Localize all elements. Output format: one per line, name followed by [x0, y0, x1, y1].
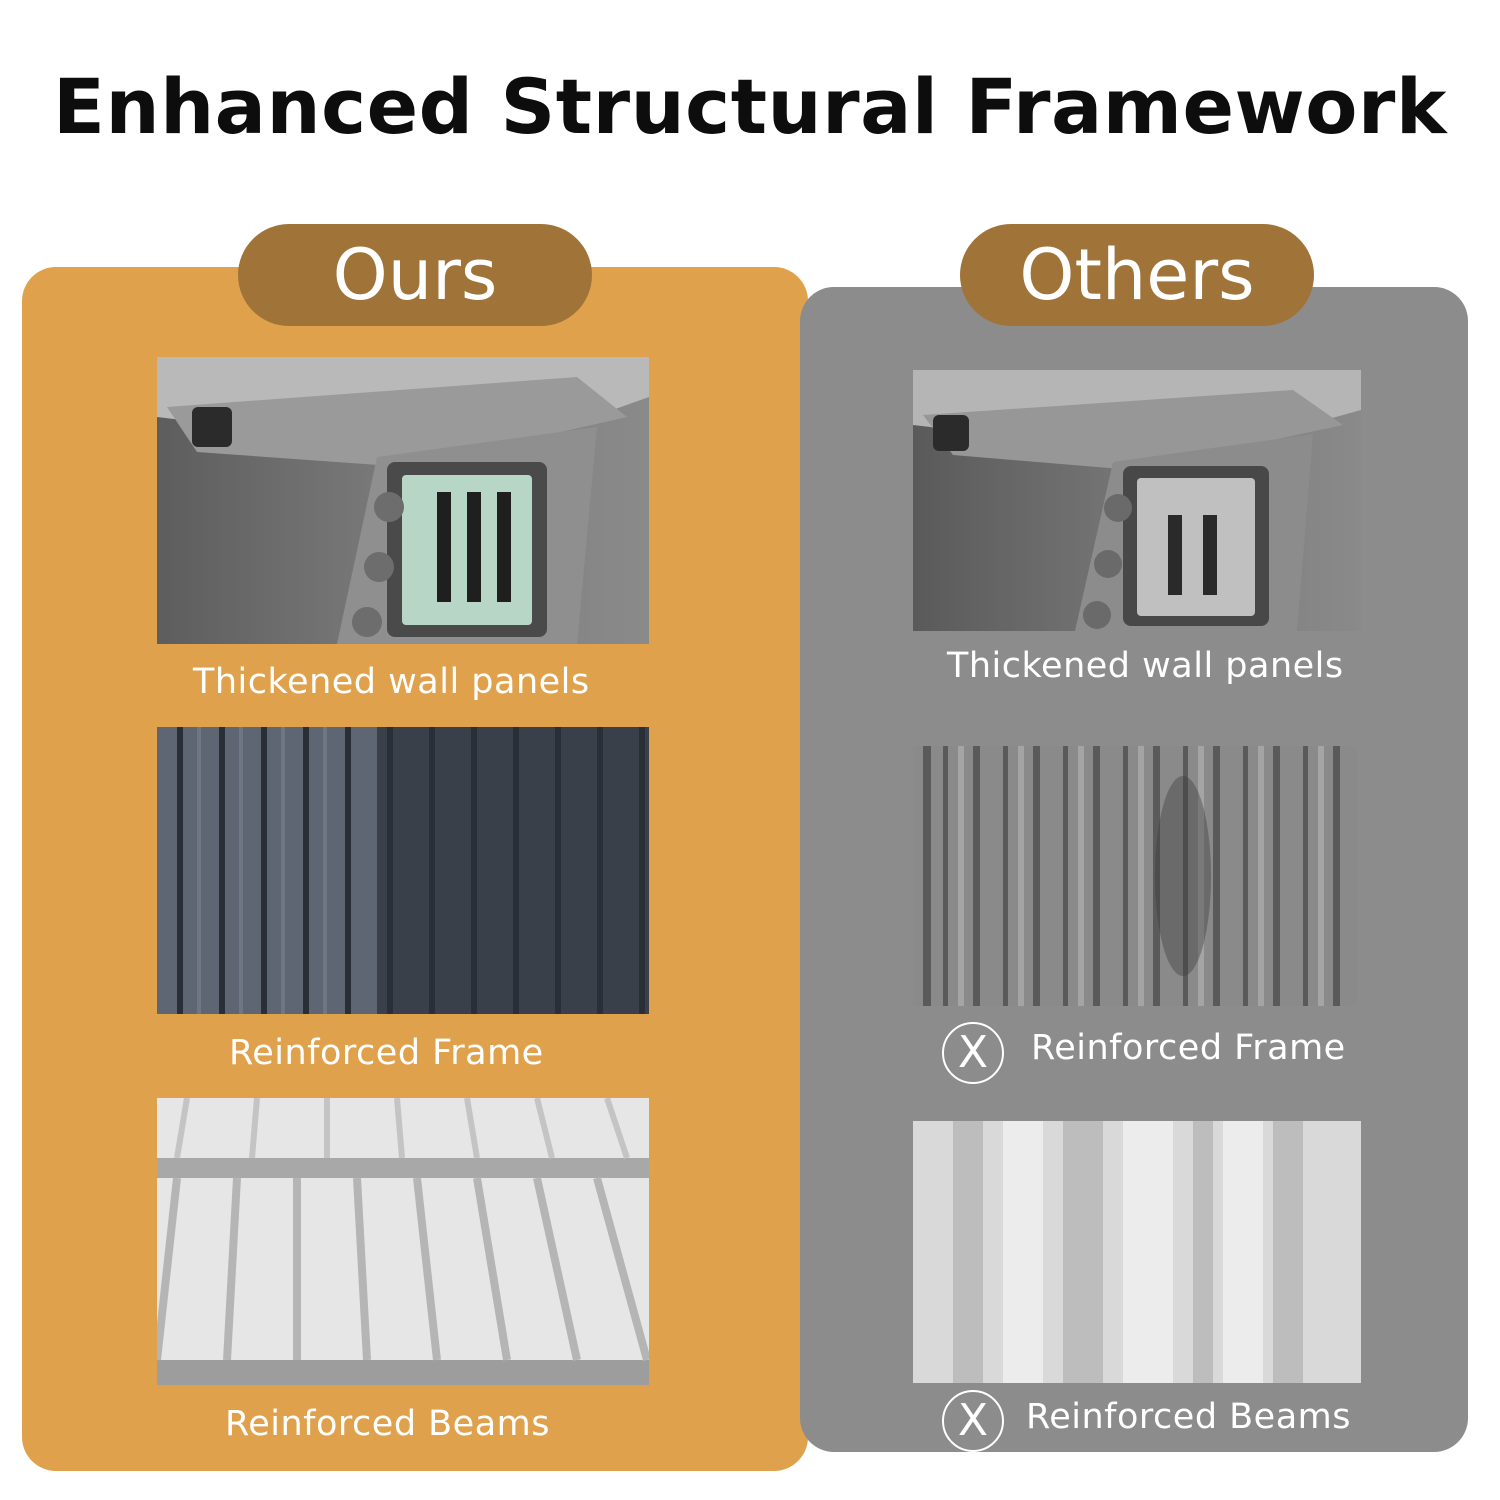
x-mark-icon: X — [942, 1022, 1004, 1084]
others-frame-photo — [913, 746, 1357, 1006]
ours-frame-photo — [157, 727, 649, 1014]
others-caliper-photo — [913, 370, 1361, 631]
ours-caliper-photo — [157, 357, 649, 644]
others-caption-wall-panels: Thickened wall panels — [947, 646, 1344, 686]
page-title: Enhanced Structural Framework — [53, 62, 1447, 151]
others-caption-frame: Reinforced Frame — [1031, 1028, 1346, 1068]
ours-badge: Ours — [238, 224, 592, 326]
ours-caption-frame: Reinforced Frame — [229, 1033, 544, 1073]
ours-beams-photo — [157, 1098, 649, 1385]
ours-caption-beams: Reinforced Beams — [225, 1404, 550, 1444]
x-mark-icon: X — [942, 1390, 1004, 1452]
others-badge: Others — [960, 224, 1314, 326]
others-caption-beams: Reinforced Beams — [1026, 1397, 1351, 1437]
ours-caption-wall-panels: Thickened wall panels — [193, 662, 590, 702]
others-beams-photo — [913, 1121, 1361, 1383]
